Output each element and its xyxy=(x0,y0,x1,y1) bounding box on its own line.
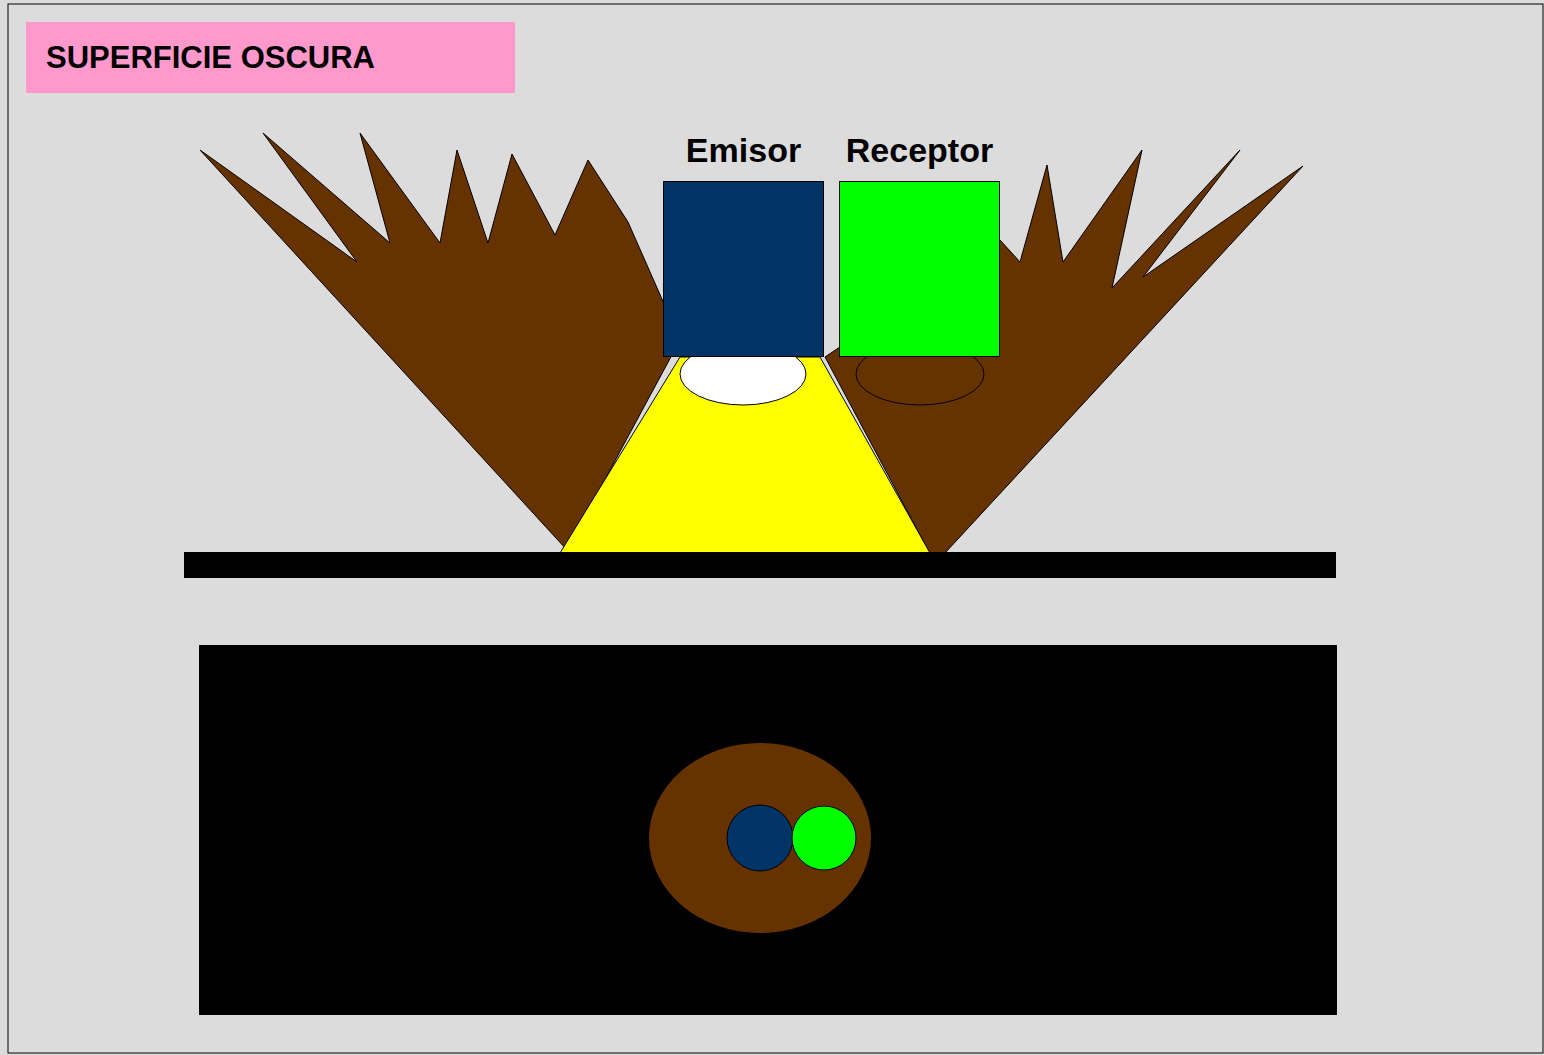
light-spot xyxy=(649,743,871,933)
dark-surface xyxy=(199,645,1337,1015)
emitter-box: Emisor xyxy=(663,181,824,357)
title-box: SUPERFICIE OSCURA xyxy=(26,22,515,93)
dark-surface-edge xyxy=(184,552,1336,578)
receiver-circle xyxy=(792,806,856,870)
frame xyxy=(8,4,1543,1053)
box-heading: Receptor xyxy=(846,131,993,170)
receiver-box: Receptor xyxy=(839,181,1000,357)
title: SUPERFICIE OSCURA xyxy=(46,40,375,76)
box-heading: Emisor xyxy=(686,131,801,170)
emitter-circle xyxy=(727,805,793,871)
